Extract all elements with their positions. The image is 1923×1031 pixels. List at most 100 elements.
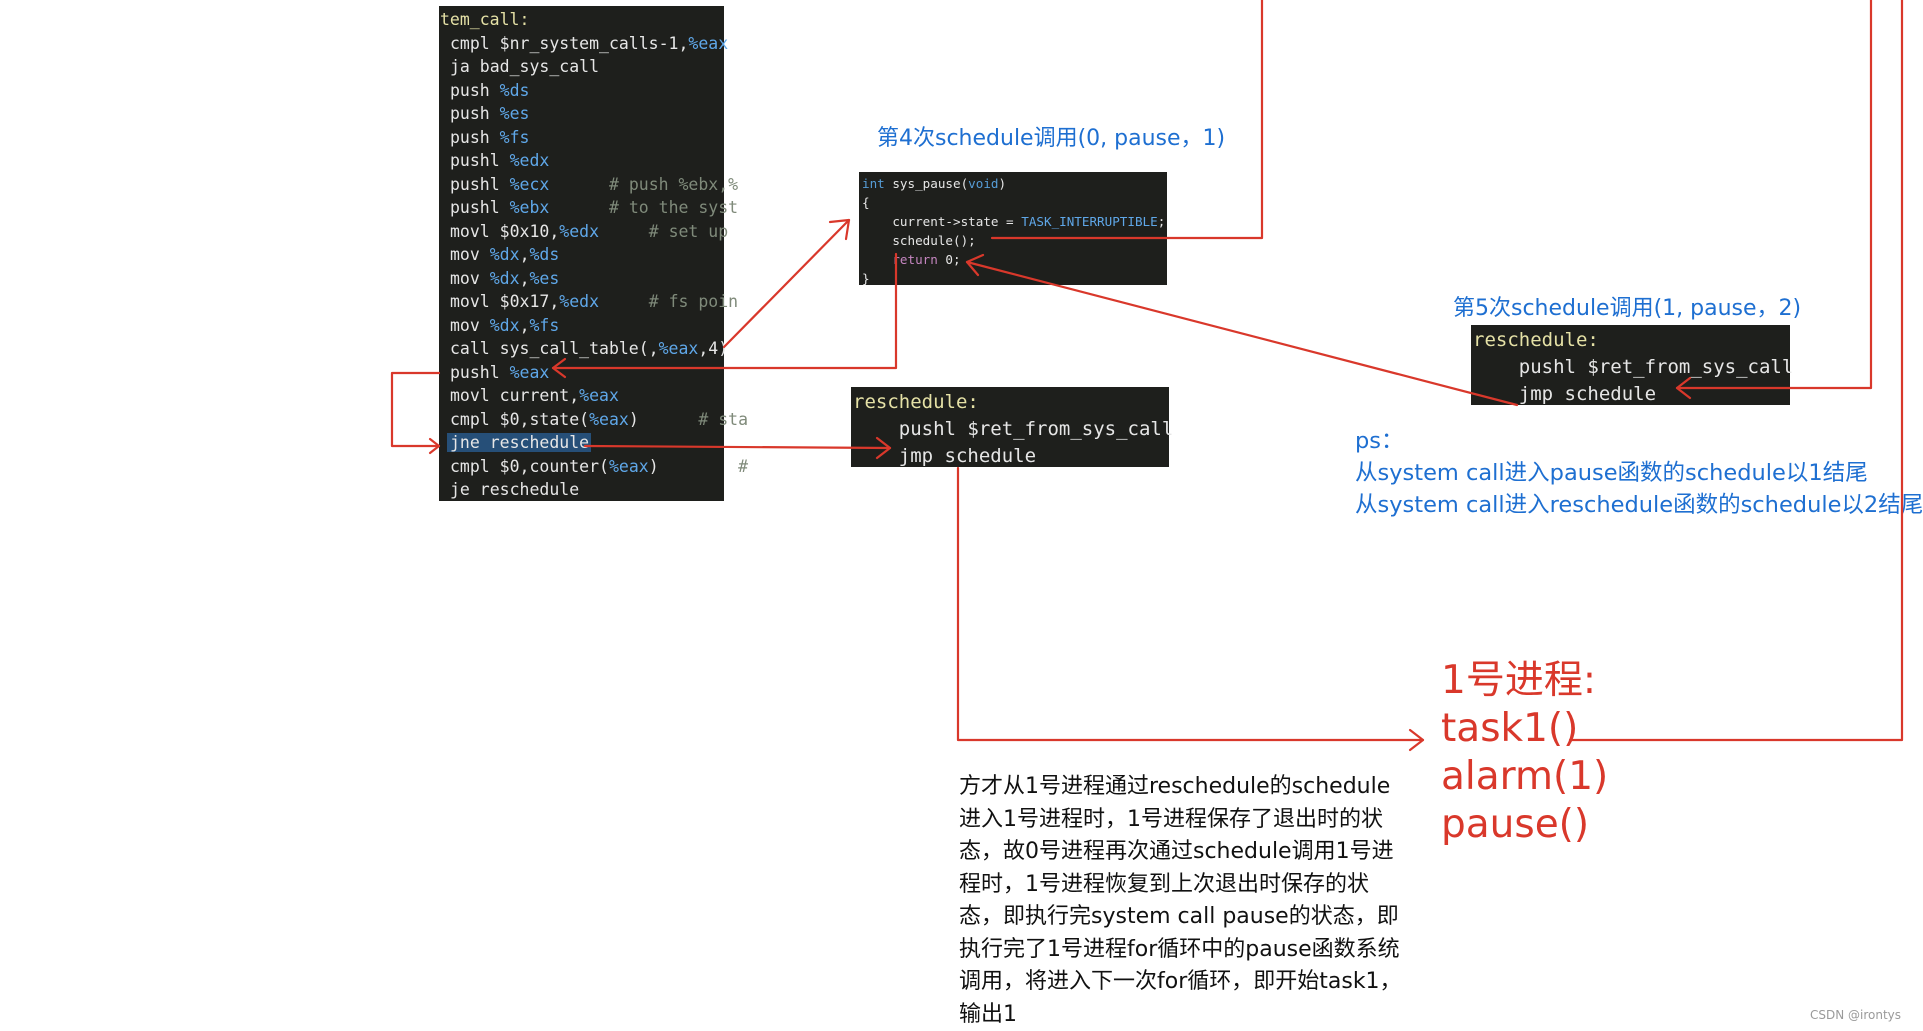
code-token: movl $0x10, (450, 221, 560, 241)
code-line: push %fs (439, 127, 529, 149)
code-token: ) (998, 176, 1007, 191)
code-line: int sys_pause(void) (862, 174, 1164, 193)
code-token: # fs poin (599, 292, 739, 311)
code-token: cmpl $nr_system_calls-1, (450, 33, 689, 53)
code-token: call sys_call_table(, (450, 339, 659, 358)
code-token: ) (628, 409, 639, 429)
code-token: # set up (599, 221, 729, 241)
code-line: reschedule: (1473, 327, 1788, 354)
code-line: } (862, 269, 1164, 288)
code-line: mov %dx,%fs (439, 315, 559, 337)
code-token: return (892, 252, 938, 267)
code-line: je reschedule (439, 479, 579, 501)
code-token: current->state = (862, 214, 1022, 229)
code-token: jmp schedule (1473, 383, 1657, 405)
ps-note-line-2: 从system call进入reschedule函数的schedule以2结尾 (1355, 492, 1923, 518)
code-token: mov (450, 315, 490, 335)
arrowhead-pushl (551, 357, 567, 379)
process-1-title: 1号进程: (1441, 658, 1596, 703)
code-token: schedule(); (862, 233, 976, 248)
line-task1-right-loop (1568, 0, 1904, 742)
arrowhead-loop (428, 437, 441, 455)
code-token: reschedule: (1473, 329, 1599, 351)
code-token: %ds (529, 245, 560, 264)
reschedule-code-block-2: reschedule: pushl $ret_from_sys_call jmp… (1471, 325, 1794, 405)
code-token: 0; (937, 252, 961, 267)
code-token: # sta (638, 409, 749, 429)
ps-note-line-1: 从system call进入pause函数的schedule以1结尾 (1355, 460, 1868, 486)
arrowhead-return (965, 253, 985, 277)
code-token: # (658, 456, 749, 476)
code-line: mov %dx,%ds (439, 244, 559, 266)
arrow-call-to-sys-pause (722, 218, 851, 349)
code-token: push (450, 127, 500, 147)
arrow-reschedule2-to-return (965, 260, 1519, 407)
code-token: %edx (559, 292, 600, 311)
code-token: %fs (499, 127, 530, 147)
code-token: tem_call: (440, 10, 530, 29)
code-token: ,4) (698, 339, 729, 358)
code-token: , (519, 245, 530, 264)
code-token: %eax (608, 456, 649, 476)
highlighted-code: jne reschedule (447, 433, 592, 452)
code-token: movl current, (450, 386, 580, 405)
code-line: pushl %ebx # to the syst (439, 197, 738, 219)
arrowhead-reschedule-1 (875, 436, 892, 460)
code-token: %eax (589, 409, 629, 429)
code-token: pushl $ret_from_sys_call (853, 418, 1174, 440)
code-token: %dx (489, 245, 520, 264)
watermark: CSDN @irontys (1810, 1008, 1902, 1022)
code-token: pushl $ret_from_sys_call (1473, 356, 1794, 378)
code-token: push (450, 104, 500, 123)
code-line: jne reschedule (439, 432, 592, 454)
fifth-schedule-call-label: 第5次schedule调用(1, pause，2) (1453, 296, 1802, 321)
code-line: push %ds (439, 80, 529, 102)
code-line: call sys_call_table(,%eax,4) (439, 338, 728, 360)
arrow-return-to-pushl (551, 252, 898, 370)
code-token: jne reschedule (450, 433, 590, 452)
sys-pause-code-block: int sys_pause(void){ current->state = TA… (859, 172, 1167, 288)
code-token: void (968, 176, 999, 191)
code-line: movl $0x10,%edx # set up (439, 221, 728, 243)
code-line: pushl $ret_from_sys_call (1473, 354, 1794, 381)
ps-note: ps： 从system call进入pause函数的schedule以1结尾 从… (1355, 425, 1923, 521)
code-token: jmp schedule (853, 445, 1037, 467)
code-token: mov (450, 245, 490, 264)
code-token: movl $0x17, (450, 292, 560, 311)
code-line: return 0; (862, 250, 1164, 269)
line-right-to-reschedule-2 (1675, 0, 1873, 390)
code-token: %edx (509, 151, 550, 170)
code-token: %fs (529, 315, 560, 335)
fourth-schedule-call-label: 第4次schedule调用(0, pause，1) (877, 126, 1226, 151)
code-line: schedule(); (862, 231, 1164, 250)
line-top-to-schedule (990, 0, 1264, 240)
code-token: int (862, 176, 885, 191)
code-token: %ds (499, 80, 530, 100)
arrow-jmp-schedule-to-task1 (956, 466, 1425, 742)
code-token: %eax (509, 362, 550, 382)
code-line: ja bad_sys_call (439, 56, 599, 78)
code-token: pushl (450, 151, 510, 170)
code-token: TASK_INTERRUPTIBLE (1021, 214, 1158, 229)
code-token: %dx (489, 315, 520, 335)
code-token: cmpl $0,counter( (450, 456, 609, 476)
code-token: # push %ebx,% (549, 174, 739, 194)
arrowhead-sys-pause (828, 218, 851, 241)
code-line: mov %dx,%es (439, 268, 559, 290)
process-1-alarm: alarm(1) (1441, 754, 1609, 799)
code-token: %es (499, 104, 530, 123)
code-token: } (862, 271, 870, 286)
process-1-block: 1号进程: task1() alarm(1) pause() (1441, 657, 1608, 849)
loop-line-left (390, 371, 441, 448)
code-token: %dx (489, 268, 520, 288)
code-token: sys_pause( (884, 176, 969, 191)
code-token: je reschedule (450, 480, 580, 499)
code-token: # to the syst (549, 198, 739, 217)
code-token: %edx (559, 221, 600, 241)
code-token: push (450, 80, 500, 100)
code-token: cmpl $0,state( (450, 409, 590, 429)
code-line: reschedule: (853, 389, 1167, 416)
code-line: pushl %ecx # push %ebx,% (439, 174, 738, 196)
code-token: pushl (450, 198, 510, 217)
